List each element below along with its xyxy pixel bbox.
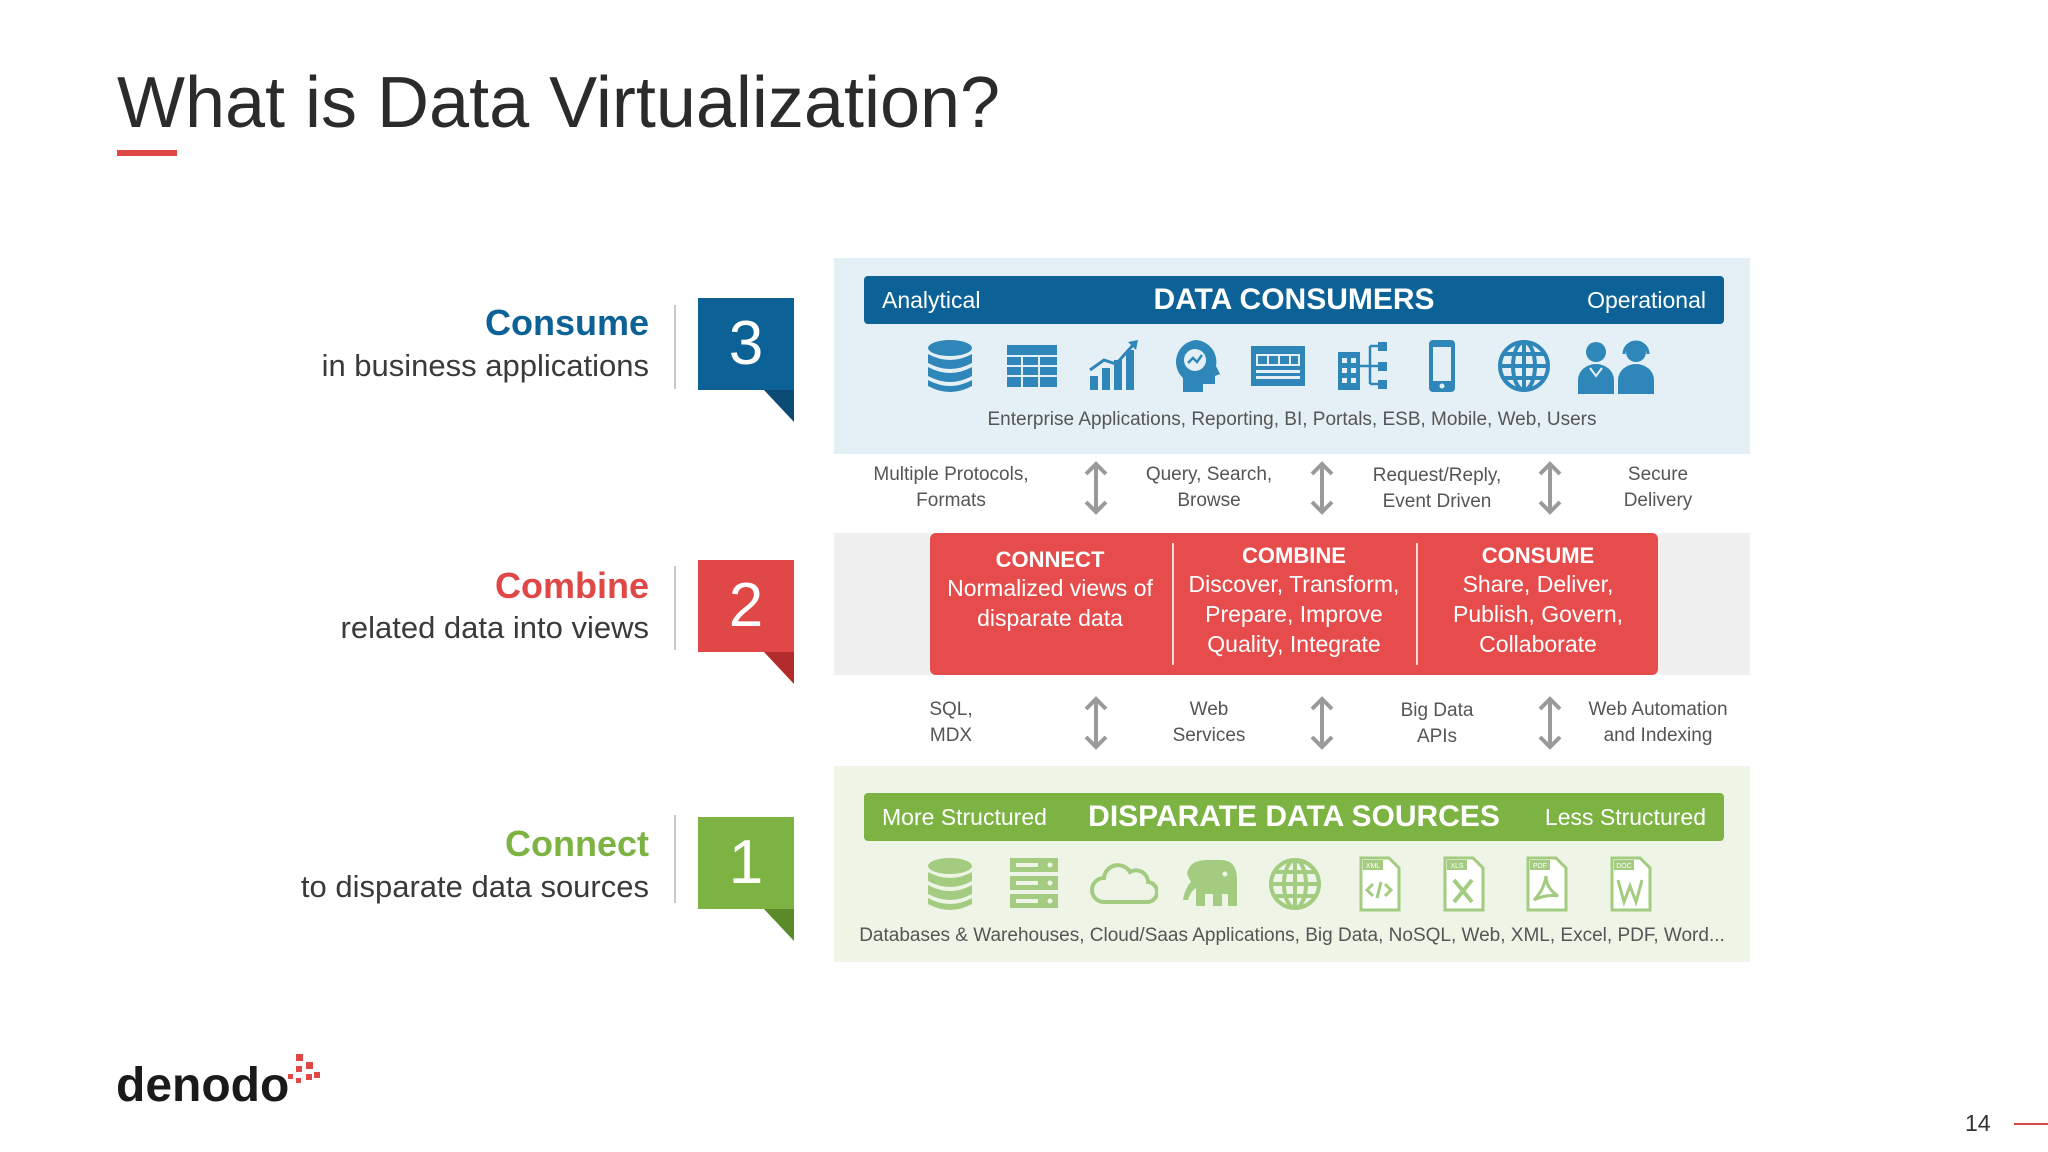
denodo-logo: denodo bbox=[116, 1058, 289, 1113]
consume-text-line: Collaborate bbox=[1479, 631, 1597, 657]
step-1-badge: 1 bbox=[698, 817, 794, 909]
combine-text-line: Discover, Transform, bbox=[1188, 571, 1400, 597]
xml-file-label: XML bbox=[1366, 863, 1381, 870]
server-icon bbox=[1009, 858, 1058, 908]
page-number: 14 bbox=[1965, 1110, 1991, 1136]
globe-icon bbox=[1269, 858, 1321, 910]
protocol-label: Request/Reply,Event Driven bbox=[1372, 465, 1502, 512]
portal-icon bbox=[1251, 346, 1305, 386]
data-sources-bar: More Structured DISPARATE DATA SOURCES L… bbox=[864, 793, 1724, 841]
combine-heading: COMBINE bbox=[1242, 543, 1346, 568]
bidirectional-arrow-icon bbox=[1538, 696, 1562, 750]
pdf-file-icon: PDF bbox=[1526, 856, 1568, 912]
protocol-label: SQL,MDX bbox=[929, 699, 973, 746]
step-1-flag-icon bbox=[764, 909, 794, 941]
step-2-badge: 2 bbox=[698, 560, 794, 652]
step-3-flag-icon bbox=[764, 390, 794, 422]
word-file-icon: DOC bbox=[1610, 856, 1652, 912]
users-icon bbox=[1578, 340, 1654, 394]
step-2-subtext: related data into views bbox=[340, 610, 649, 645]
combine-text-line: Prepare, Improve bbox=[1205, 601, 1383, 627]
connect-text-line: Normalized views of bbox=[947, 575, 1153, 601]
bar-chart-icon bbox=[1089, 340, 1138, 390]
spreadsheet-icon bbox=[1007, 345, 1057, 387]
hadoop-elephant-icon bbox=[1183, 860, 1238, 906]
operational-label: Operational bbox=[1587, 287, 1706, 313]
consume-text-line: Share, Deliver, bbox=[1462, 571, 1614, 597]
connect-heading: CONNECT bbox=[995, 547, 1105, 572]
step-1-subtext: to disparate data sources bbox=[300, 869, 649, 904]
protocol-label: Multiple Protocols,Formats bbox=[873, 464, 1029, 511]
analytics-head-icon bbox=[1176, 340, 1220, 392]
step-1-divider bbox=[674, 815, 676, 903]
consumers-caption: Enterprise Applications, Reporting, BI, … bbox=[987, 409, 1597, 430]
data-consumers-title: DATA CONSUMERS bbox=[1153, 283, 1435, 316]
step-2-flag-icon bbox=[764, 652, 794, 684]
bidirectional-arrow-icon bbox=[1084, 696, 1108, 750]
xml-file-icon: XML bbox=[1359, 856, 1401, 912]
consume-column: CONSUME Share, Deliver, Publish, Govern,… bbox=[1418, 543, 1658, 665]
step-2-divider bbox=[674, 566, 676, 650]
step-3-subtext: in business applications bbox=[321, 348, 649, 383]
process-divider bbox=[1172, 543, 1174, 665]
step-3-heading: Consume bbox=[484, 302, 649, 343]
connect-text-line: disparate data bbox=[977, 605, 1123, 631]
excel-file-icon: XLS bbox=[1443, 856, 1484, 912]
process-divider bbox=[1416, 543, 1418, 665]
bidirectional-arrow-icon bbox=[1310, 696, 1334, 750]
page-title: What is Data Virtualization? bbox=[117, 63, 1001, 143]
step-3-divider bbox=[674, 305, 676, 389]
step-3-badge: 3 bbox=[698, 298, 794, 390]
consumer-icons bbox=[920, 336, 1660, 396]
excel-file-label: XLS bbox=[1450, 863, 1464, 870]
bidirectional-arrow-icon bbox=[1310, 461, 1334, 515]
denodo-logo-dots-icon bbox=[288, 1054, 320, 1083]
database-icon bbox=[928, 340, 972, 392]
bidirectional-arrow-icon bbox=[1084, 461, 1108, 515]
org-chart-icon bbox=[1338, 342, 1387, 390]
combine-text-line: Quality, Integrate bbox=[1207, 631, 1381, 657]
data-sources-title: DISPARATE DATA SOURCES bbox=[1088, 800, 1500, 833]
bidirectional-arrow-icon bbox=[1538, 461, 1562, 515]
process-box: CONNECT Normalized views of disparate da… bbox=[930, 533, 1658, 675]
mobile-icon bbox=[1429, 340, 1455, 392]
consume-text-line: Publish, Govern, bbox=[1452, 601, 1624, 627]
data-consumers-bar: Analytical DATA CONSUMERS Operational bbox=[864, 276, 1724, 324]
pdf-file-label: PDF bbox=[1533, 863, 1547, 870]
globe-icon bbox=[1498, 340, 1550, 392]
analytical-label: Analytical bbox=[882, 287, 981, 313]
database-icon bbox=[928, 858, 972, 910]
sources-caption: Databases & Warehouses, Cloud/Saas Appli… bbox=[859, 925, 1725, 946]
word-file-label: DOC bbox=[1616, 863, 1632, 870]
protocol-label: Query, Search,Browse bbox=[1145, 464, 1273, 511]
title-underline bbox=[117, 150, 177, 156]
step-2-heading: Combine bbox=[494, 565, 649, 606]
cloud-icon bbox=[1089, 863, 1158, 905]
consume-heading: CONSUME bbox=[1481, 543, 1595, 568]
step-1-heading: Connect bbox=[505, 823, 649, 864]
combine-column: COMBINE Discover, Transform, Prepare, Im… bbox=[1174, 543, 1414, 665]
connect-column: CONNECT Normalized views of disparate da… bbox=[930, 543, 1170, 665]
more-structured-label: More Structured bbox=[882, 804, 1047, 830]
page-number-accent bbox=[2014, 1123, 2048, 1125]
source-icons: XML XLS PDF DOC bbox=[920, 854, 1660, 914]
less-structured-label: Less Structured bbox=[1544, 804, 1706, 830]
logo-text: denodo bbox=[116, 1059, 290, 1112]
